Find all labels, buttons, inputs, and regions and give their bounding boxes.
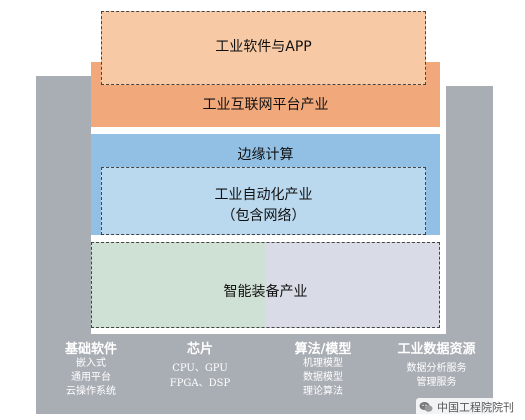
column-item: 理论算法 [303,386,343,397]
platform-label: 工业互联网平台产业 [202,97,329,113]
column-item: 数据分析服务 [406,363,467,374]
wechat-icon [419,402,433,412]
edge-label: 边缘计算 [237,147,294,163]
automation-label: 工业自动化产业 [214,187,313,203]
automation-box [101,167,426,235]
column-item: CPU、GPU [172,363,228,374]
foundation-left-pillar [36,76,91,334]
column-item: 管理服务 [416,377,457,388]
column-item: 机理模型 [303,358,343,369]
column-title-basic-software: 基础软件 [64,342,117,357]
column-item: 通用平台 [71,372,111,383]
column-item: 嵌入式 [76,358,106,369]
equipment-label: 智能装备产业 [223,284,308,300]
column-title-chips: 芯片 [186,342,213,357]
column-item: 数据模型 [303,372,343,383]
software-label: 工业软件与APP [215,39,312,55]
column-title-industrial-data: 工业数据资源 [397,342,476,357]
watermark-text: 中国工程院院刊 [437,401,514,414]
watermark: 中国工程院院刊 [416,398,517,416]
column-item: FPGA、DSP [169,378,231,389]
automation-sublabel: （包含网络） [221,208,306,224]
equipment-box [91,242,440,328]
column-title-algorithms: 算法/模型 [294,342,352,357]
software-box [101,11,426,85]
column-item: 云操作系统 [66,386,116,397]
foundation-right-pillar [446,86,493,334]
